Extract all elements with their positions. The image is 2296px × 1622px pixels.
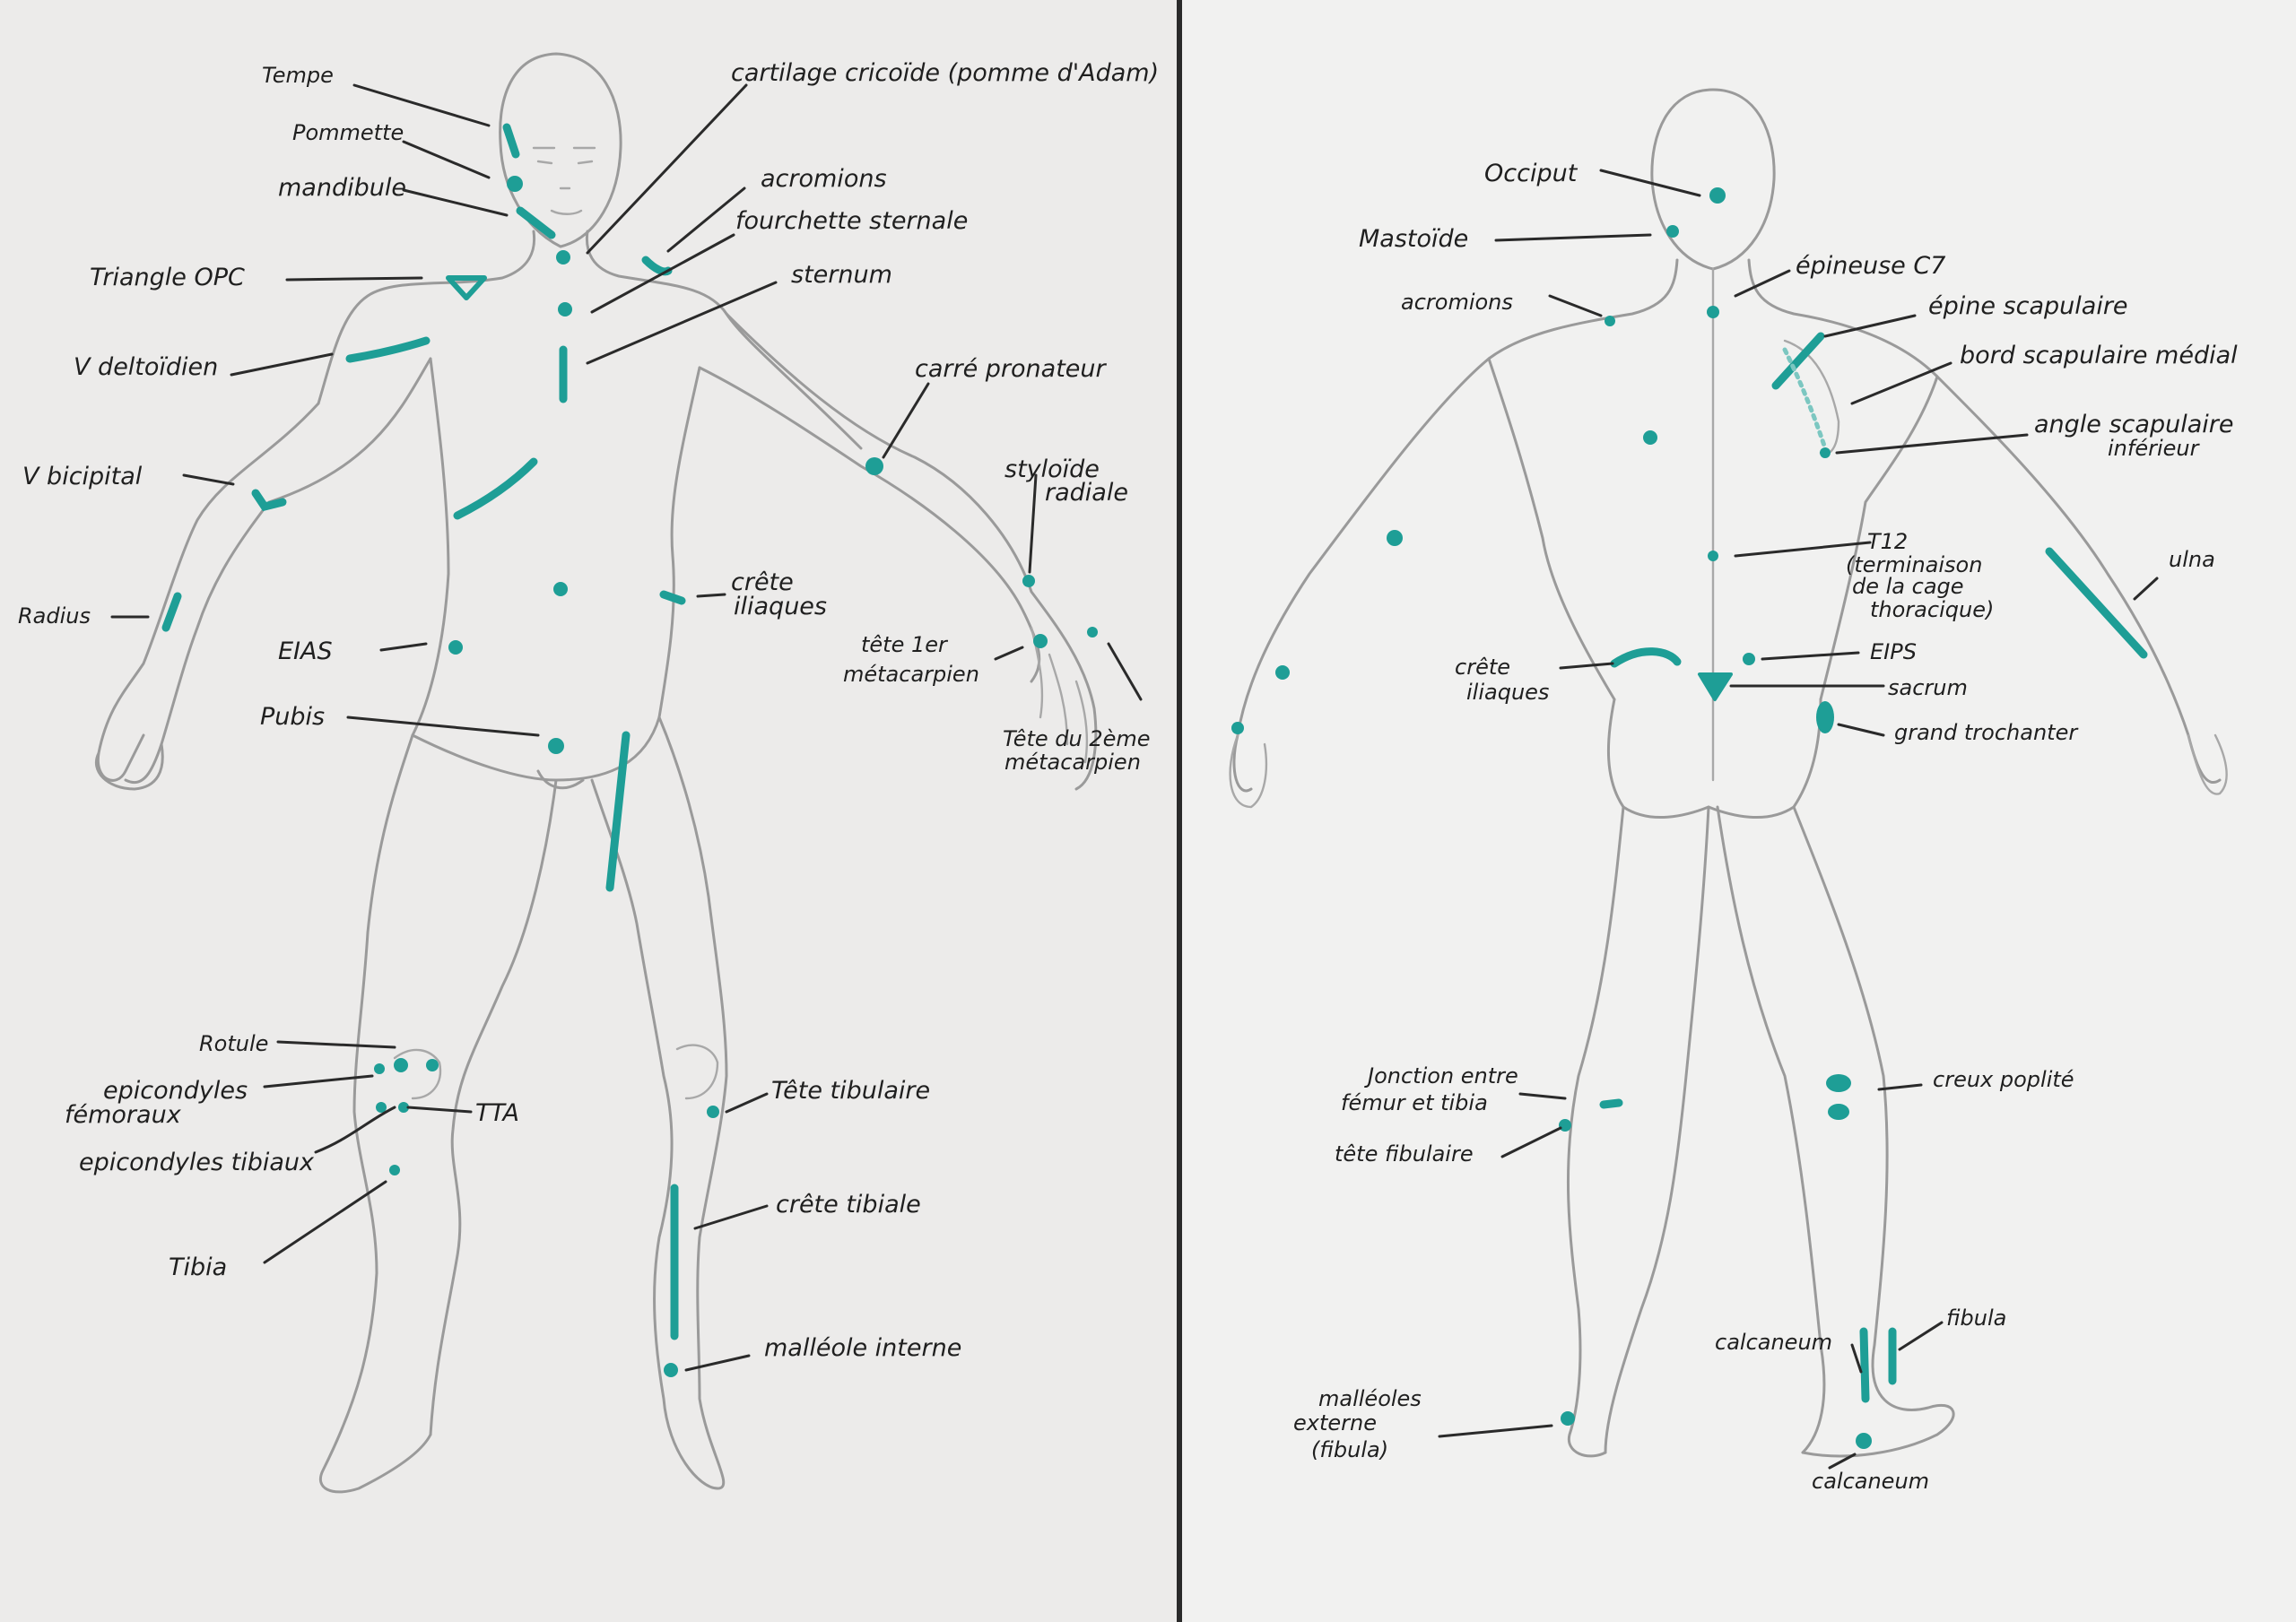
label-bord-scapulaire-medial: bord scapulaire médial	[1960, 342, 2238, 369]
back-landmark-marks	[1231, 187, 2148, 1449]
label-t12-4: thoracique)	[1870, 597, 1994, 622]
label-back-acromions: acromions	[1401, 290, 1513, 315]
label-crete-iliaques-1: crête	[731, 568, 794, 596]
label-crete-iliaques-2: iliaques	[734, 593, 827, 620]
label-cartilage-cricoide: cartilage cricoïde (pomme d'Adam)	[731, 59, 1159, 87]
front-sheet	[0, 0, 1177, 1622]
label-radius: Radius	[18, 603, 91, 629]
label-sternum: sternum	[791, 261, 892, 289]
label-eips: EIPS	[1870, 639, 1917, 664]
label-grand-trochanter: grand trochanter	[1894, 720, 2079, 745]
label-tete-fibulaire: tête fibulaire	[1335, 1141, 1474, 1167]
label-t12-2: (terminaison	[1846, 552, 1982, 577]
front-landmark-marks	[161, 123, 1098, 1377]
back-labels: Occiput Mastoïde épineuse C7 acromions é…	[1293, 160, 2238, 1494]
label-sacrum: sacrum	[1888, 675, 1968, 700]
label-tempe: Tempe	[262, 63, 334, 88]
label-tibia: Tibia	[169, 1253, 227, 1281]
label-eias: EIAS	[278, 638, 333, 665]
label-mandibule: mandibule	[278, 174, 406, 202]
label-angle-scapulaire-1: angle scapulaire	[2034, 411, 2233, 438]
label-acromions: acromions	[761, 165, 887, 193]
label-triangle-opc: Triangle OPC	[90, 264, 245, 291]
label-back-crete-iliaques-2: iliaques	[1466, 680, 1549, 705]
label-ulna: ulna	[2169, 547, 2215, 572]
front-body-outline	[95, 52, 1098, 1494]
label-epine-scapulaire: épine scapulaire	[1928, 292, 2128, 320]
label-styloide-radiale-2: radiale	[1045, 479, 1128, 507]
label-fourchette-sternale: fourchette sternale	[735, 207, 968, 235]
back-sheet	[1182, 0, 2296, 1622]
label-pubis: Pubis	[260, 703, 325, 731]
label-malleole-interne: malléole interne	[764, 1334, 961, 1362]
label-jonction-1: Jonction entre	[1364, 1063, 1518, 1089]
label-mastoide: Mastoïde	[1359, 225, 1468, 253]
label-tete-1er-metacarpien-2: métacarpien	[843, 662, 979, 687]
label-v-deltoidien: V deltoïdien	[74, 353, 218, 381]
label-tta: TTA	[475, 1099, 519, 1127]
label-malleoles-1: malléoles	[1318, 1386, 1422, 1411]
label-calcaneum-bottom: calcaneum	[1812, 1469, 1929, 1494]
label-rotule: Rotule	[199, 1031, 268, 1056]
label-tete-2eme-metacarpien-2: métacarpien	[1004, 750, 1141, 775]
label-jonction-2: fémur et tibia	[1341, 1090, 1488, 1115]
label-styloide-radiale-1: styloïde	[1004, 455, 1100, 483]
label-back-crete-iliaques-1: crête	[1455, 655, 1510, 680]
back-body-outline	[1229, 88, 2228, 1458]
label-malleoles-3: (fibula)	[1311, 1437, 1388, 1462]
label-tete-1er-metacarpien-1: tête 1er	[861, 632, 949, 657]
label-carre-pronateur: carré pronateur	[915, 355, 1108, 383]
label-calcaneum-top: calcaneum	[1715, 1330, 1832, 1355]
label-malleoles-2: externe	[1293, 1410, 1377, 1436]
label-occiput: Occiput	[1484, 160, 1578, 187]
label-epicondyles-femoraux-2: fémoraux	[65, 1101, 182, 1129]
label-epicondyles-femoraux-1: epicondyles	[103, 1077, 248, 1105]
label-fibula: fibula	[1946, 1305, 2006, 1331]
label-angle-scapulaire-2: inférieur	[2108, 436, 2201, 461]
label-creux-poplite: creux poplité	[1933, 1067, 2074, 1092]
front-labels: Tempe Pommette mandibule cartilage crico…	[18, 59, 1159, 1362]
label-tete-2eme-metacarpien-1: Tête du 2ème	[1003, 726, 1151, 751]
label-t12-1: T12	[1867, 529, 1908, 554]
label-tete-tibulaire: Tête tibulaire	[771, 1077, 930, 1105]
label-epineuse-c7: épineuse C7	[1796, 252, 1945, 280]
label-epicondyles-tibiaux: epicondyles tibiaux	[79, 1149, 315, 1176]
label-t12-3: de la cage	[1852, 574, 1964, 599]
back-leader-lines	[1438, 169, 2159, 1470]
front-leader-lines	[110, 83, 1143, 1372]
label-crete-tibiale: crête tibiale	[776, 1191, 921, 1219]
label-pommette: Pommette	[292, 120, 404, 145]
label-v-bicipital: V bicipital	[22, 463, 143, 490]
